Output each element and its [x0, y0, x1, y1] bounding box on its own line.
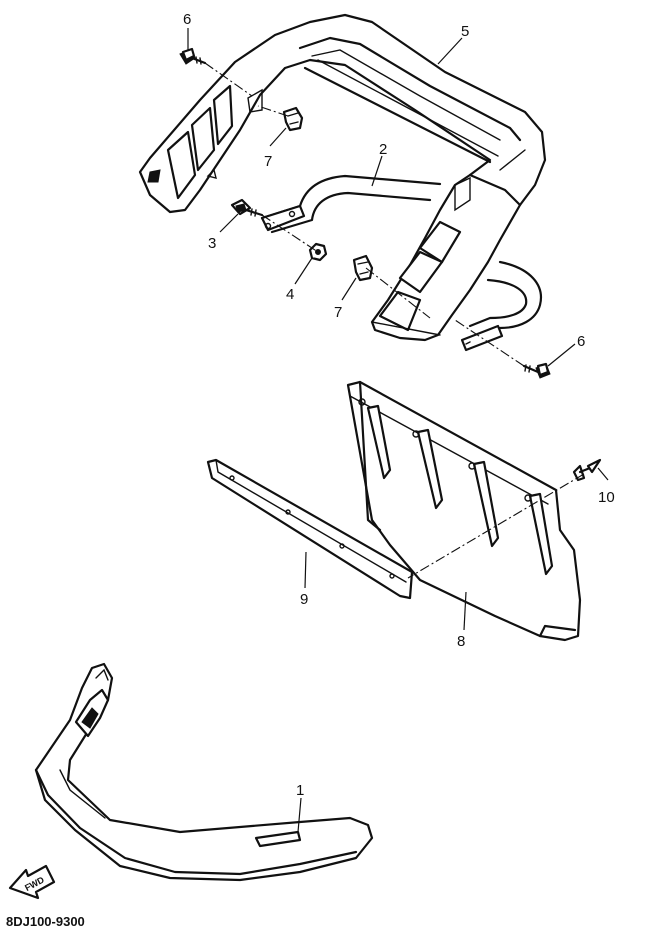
callout-7-middle: 7	[334, 304, 342, 321]
part-1-front-bumper[interactable]	[34, 662, 374, 882]
callout-1: 1	[296, 782, 304, 799]
assembly-lines	[204, 62, 585, 579]
callout-6-top: 6	[183, 11, 191, 28]
part-5-rear-frame[interactable]	[138, 13, 547, 342]
callout-8: 8	[457, 633, 465, 650]
callout-3: 3	[208, 235, 216, 252]
callout-9: 9	[300, 591, 308, 608]
diagram-code: 8DJ100-9300	[6, 914, 85, 929]
part-7-clip-top[interactable]	[282, 106, 304, 132]
part-7-clip-middle[interactable]	[352, 254, 374, 282]
callout-7-top: 7	[264, 153, 272, 170]
fwd-arrow-icon: FWD	[8, 864, 56, 900]
callout-6-right: 6	[577, 333, 585, 350]
part-9-strip[interactable]	[206, 458, 414, 600]
part-8-mud-flap[interactable]	[346, 380, 582, 642]
part-6-bolt-right[interactable]	[522, 362, 551, 379]
part-3-bolt[interactable]	[230, 198, 264, 217]
leader-lines	[187, 28, 609, 833]
callout-10: 10	[598, 489, 615, 506]
callout-2: 2	[379, 141, 387, 158]
part-6-bolt-top[interactable]	[179, 47, 207, 65]
callout-5: 5	[461, 23, 469, 40]
part-10-rivet[interactable]	[572, 458, 602, 482]
callout-4: 4	[286, 286, 294, 303]
